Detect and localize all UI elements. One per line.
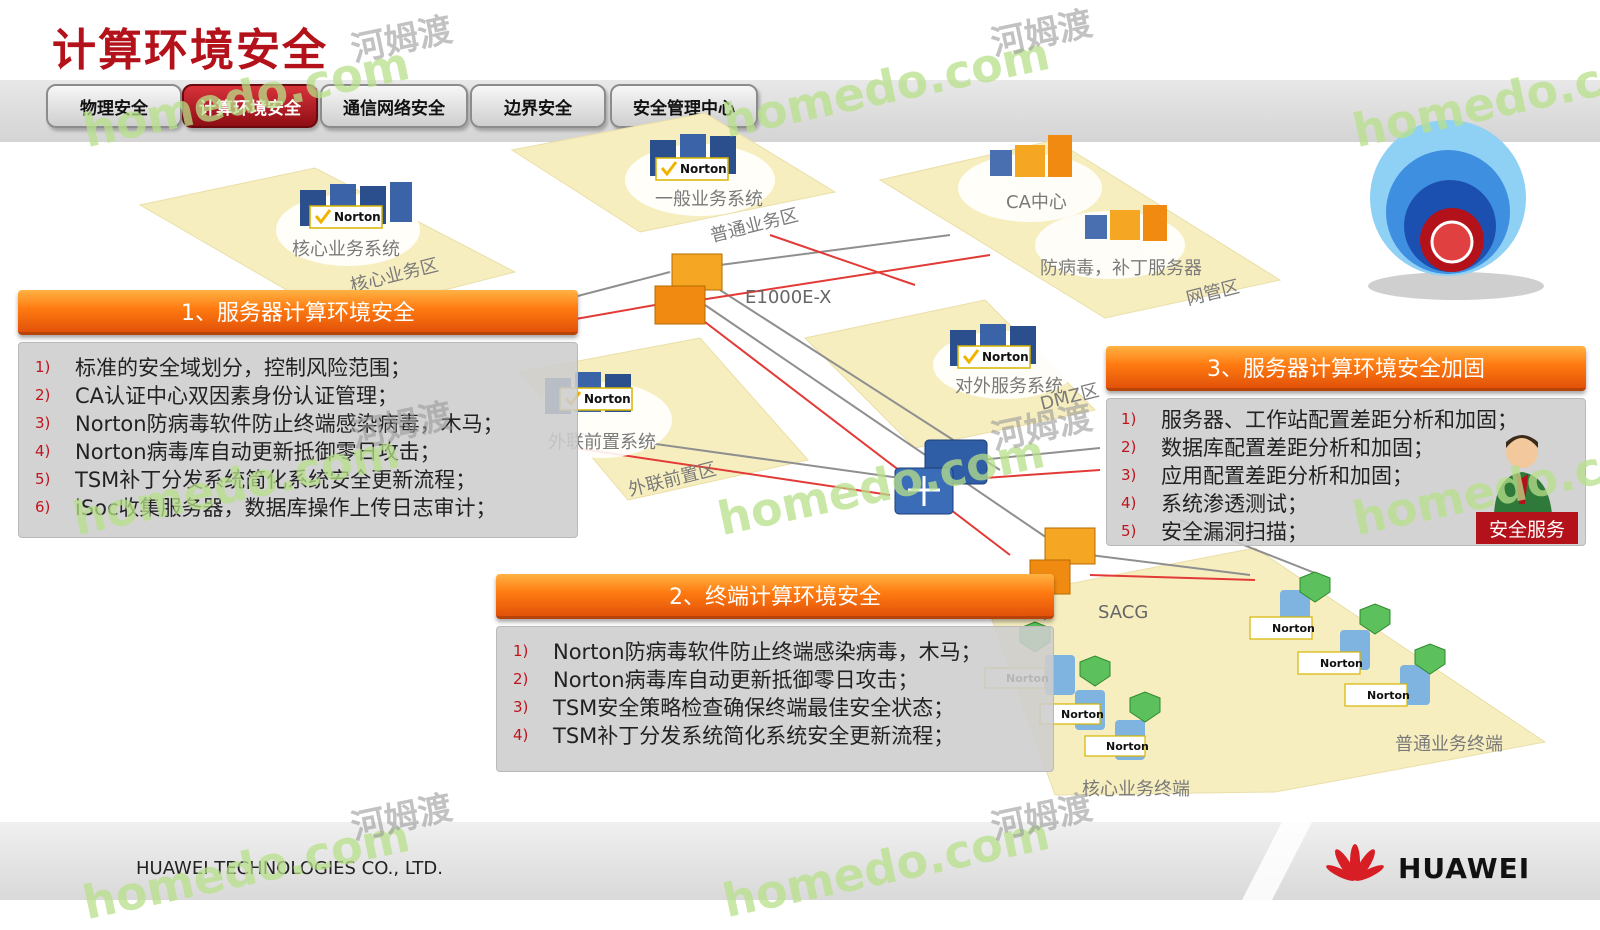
sacg-label: SACG [1098,602,1148,623]
tab-boundary-security[interactable]: 边界安全 [470,84,606,128]
huawei-logo-icon [1326,844,1384,881]
norton-label: Norton [584,392,631,406]
firewall-icon [654,253,723,325]
list-item: 4)系统渗透测试； [1121,492,1308,516]
list-item: 1)标准的安全域划分，控制风险范围； [35,356,411,380]
list-item: 3)应用配置差距分析和加固； [1121,464,1413,488]
panel2-title: 2、终端计算环境安全 [496,574,1054,619]
security-rings-icon [1368,120,1544,300]
list-item: 1)服务器、工作站配置差距分析和加固； [1121,408,1518,432]
list-item: 1)Norton防病毒软件防止终端感染病毒，木马； [513,640,982,664]
system-label-public: 对外服务系统 [955,376,1063,397]
list-item: 2)CA认证中心双因素身份认证管理； [35,384,399,408]
system-label-general-terminal: 普通业务终端 [1395,734,1503,755]
service-person-icon [1494,435,1552,514]
norton-label: Norton [1367,689,1410,702]
list-item: 2)Norton病毒库自动更新抵御零日攻击； [513,668,919,692]
panel1-title: 1、服务器计算环境安全 [18,290,578,335]
tab-computing-environment-security[interactable]: 计算环境安全 [182,84,318,128]
norton-label: Norton [680,162,727,176]
panel2-body: 1)Norton防病毒软件防止终端感染病毒，木马； 2)Norton病毒库自动更… [496,626,1054,772]
security-service-badge: 安全服务 [1476,512,1578,544]
norton-label: Norton [1320,657,1363,670]
list-item: 3)Norton防病毒软件防止终端感染病毒，木马； [35,412,504,436]
list-item: 5)TSM补丁分发系统简化系统安全更新流程； [35,468,477,492]
antivirus-server-icon [1085,205,1167,241]
tab-communication-network-security[interactable]: 通信网络安全 [320,84,468,128]
tab-physical-security[interactable]: 物理安全 [46,84,182,128]
network-diagram: Norton Norton Norton Norton [138,112,1547,800]
list-item: 4)Norton病毒库自动更新抵御零日攻击； [35,440,441,464]
server-rack-icon: Norton [950,324,1036,369]
footer-divider [1242,822,1312,900]
system-label-general: 一般业务系统 [655,189,763,210]
huawei-brand: HUAWEI [1398,852,1531,885]
footer-band [0,822,1600,900]
list-item: 4)TSM补丁分发系统简化系统安全更新流程； [513,724,955,748]
norton-label: Norton [1272,622,1315,635]
firewall-label: E1000E-X [745,287,831,308]
norton-label: Norton [334,210,381,224]
panel3-title: 3、服务器计算环境安全加固 [1106,346,1586,391]
tab-security-management-center[interactable]: 安全管理中心 [610,84,758,128]
server-rack-icon: Norton [300,182,412,229]
norton-label: Norton [982,350,1029,364]
norton-label: Norton [1061,708,1104,721]
panel3-body: 1)服务器、工作站配置差距分析和加固； 2)数据库配置差距分析和加固； 3)应用… [1106,398,1586,546]
list-item: 6)iSoc收集服务器，数据库操作上传日志审计； [35,496,497,520]
ca-server-icon [990,135,1072,177]
norton-label: Norton [1106,740,1149,753]
system-label-ca: CA中心 [1006,192,1067,213]
company-name: HUAWEI TECHNOLOGIES CO., LTD. [136,858,443,879]
page-title: 计算环境安全 [52,25,328,76]
system-label-core-terminal: 核心业务终端 [1082,779,1190,800]
switch-icon [894,439,988,515]
list-item: 5)安全漏洞扫描； [1121,520,1308,544]
panel1-body: 1)标准的安全域划分，控制风险范围； 2)CA认证中心双因素身份认证管理； 3)… [18,342,578,538]
server-rack-icon: Norton [650,134,736,181]
system-label-antivirus: 防病毒，补丁服务器 [1040,258,1202,279]
list-item: 3)TSM安全策略检查确保终端最佳安全状态； [513,696,955,720]
server-rack-icon: Norton [545,372,633,414]
system-label-core: 核心业务系统 [292,239,400,260]
list-item: 2)数据库配置差距分析和加固； [1121,436,1434,460]
